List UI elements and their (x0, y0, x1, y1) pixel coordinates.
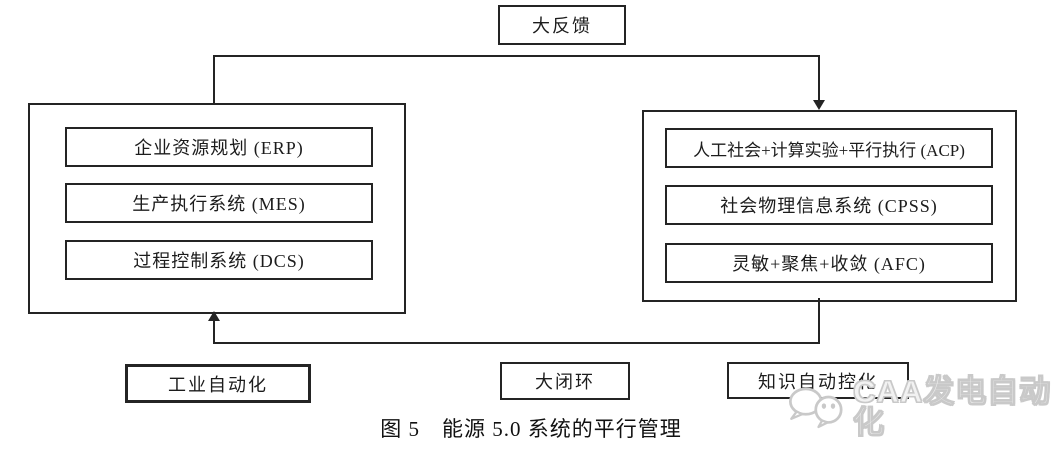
bottom-loop-line-horizontal (213, 342, 820, 344)
mes-box: 生产执行系统 (MES) (65, 183, 373, 223)
erp-box: 企业资源规划 (ERP) (65, 127, 373, 167)
big-closed-loop-label: 大闭环 (535, 372, 595, 392)
industrial-automation-box: 工业自动化 (125, 364, 311, 403)
knowledge-automation-label: 知识自动控化 (758, 371, 878, 392)
top-feedback-line-horizontal (213, 55, 820, 57)
acp-label: 人工社会+计算实验+平行执行 (ACP) (693, 140, 965, 160)
big-feedback-box: 大反馈 (498, 5, 626, 45)
dcs-label: 过程控制系统 (DCS) (133, 251, 305, 271)
dcs-box: 过程控制系统 (DCS) (65, 240, 373, 280)
erp-label: 企业资源规划 (ERP) (134, 138, 304, 158)
left-system-panel: 企业资源规划 (ERP) 生产执行系统 (MES) 过程控制系统 (DCS) (28, 103, 406, 314)
top-feedback-line-left-vertical (213, 55, 215, 103)
right-system-panel: 人工社会+计算实验+平行执行 (ACP) 社会物理信息系统 (CPSS) 灵敏+… (642, 110, 1017, 302)
figure-caption: 图 5 能源 5.0 系统的平行管理 (380, 417, 682, 441)
afc-label: 灵敏+聚焦+收敛 (AFC) (732, 254, 926, 274)
cpss-box: 社会物理信息系统 (CPSS) (665, 185, 993, 225)
mes-label: 生产执行系统 (MES) (132, 194, 306, 214)
knowledge-automation-box: 知识自动控化 (727, 362, 909, 399)
arrow-down-icon (813, 100, 825, 110)
arrow-up-icon (208, 311, 220, 321)
bottom-loop-line-left-vertical (213, 320, 215, 344)
acp-box: 人工社会+计算实验+平行执行 (ACP) (665, 128, 993, 168)
industrial-automation-label: 工业自动化 (168, 374, 268, 395)
big-feedback-label: 大反馈 (532, 16, 592, 36)
afc-box: 灵敏+聚焦+收敛 (AFC) (665, 243, 993, 283)
big-closed-loop-box: 大闭环 (500, 362, 630, 400)
cpss-label: 社会物理信息系统 (CPSS) (720, 196, 938, 216)
top-feedback-line-right-vertical (818, 55, 820, 101)
bottom-loop-line-right-vertical (818, 298, 820, 344)
